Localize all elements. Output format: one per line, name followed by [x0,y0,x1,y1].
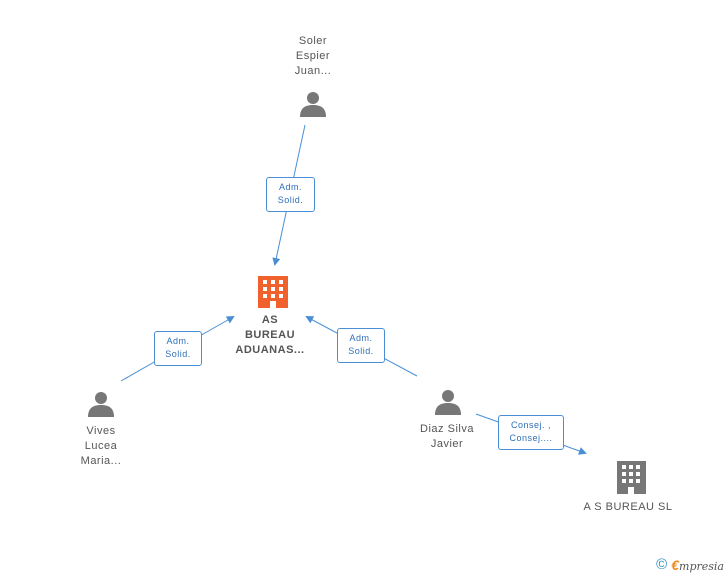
edge-label-line: Consej.... [509,433,553,443]
edge-label-diaz-sl[interactable]: Consej. , Consej.... [498,415,564,450]
edge-label-line: Adm. [278,182,302,192]
empresia-logo: €mpresia [671,557,724,573]
copyright-icon: © [656,556,668,573]
edge-label-line: Adm. [349,333,373,343]
node-label-line: Lucea [84,440,118,452]
edge-label-soler[interactable]: Adm. Solid. [266,177,315,212]
node-label-as-bureau-aduanas[interactable]: AS BUREAU ADUANAS... [225,313,315,358]
person-icon[interactable] [435,390,461,415]
building-icon[interactable] [617,461,646,494]
edge-label-line: Solid. [277,195,304,205]
node-label-line: BUREAU [244,329,296,341]
edge-label-line: Adm. [166,336,190,346]
node-label-line: A S BUREAU SL [583,501,673,513]
node-label-line: Juan... [294,65,332,77]
edge-label-vives[interactable]: Adm. Solid. [154,331,202,366]
node-label-line: Espier [295,50,331,62]
node-label-as-bureau-sl[interactable]: A S BUREAU SL [573,500,683,515]
edge-label-line: Solid. [165,349,191,359]
node-label-line: AS [261,314,279,326]
edge-label-line: Solid. [348,346,374,356]
person-icon[interactable] [300,92,326,117]
node-label-line: ADUANAS... [235,344,305,356]
node-label-line: Javier [430,438,464,450]
node-label-vives[interactable]: Vives Lucea Maria... [56,424,146,469]
brand-text: mpresia [679,559,724,573]
node-label-line: Maria... [80,455,122,467]
brand-letter: € [671,556,680,573]
empresia-watermark[interactable]: © €mpresia [656,556,724,573]
building-icon-main[interactable] [258,276,288,308]
node-label-line: Soler [298,35,328,47]
node-label-line: Diaz Silva [420,423,474,435]
edge-label-diaz[interactable]: Adm. Solid. [337,328,385,363]
node-label-line: Vives [86,425,116,437]
node-label-soler[interactable]: Soler Espier Juan... [268,34,358,79]
person-icon[interactable] [88,392,114,417]
edge-label-line: Consej. , [510,420,552,430]
node-label-diaz[interactable]: Diaz Silva Javier [401,422,493,452]
